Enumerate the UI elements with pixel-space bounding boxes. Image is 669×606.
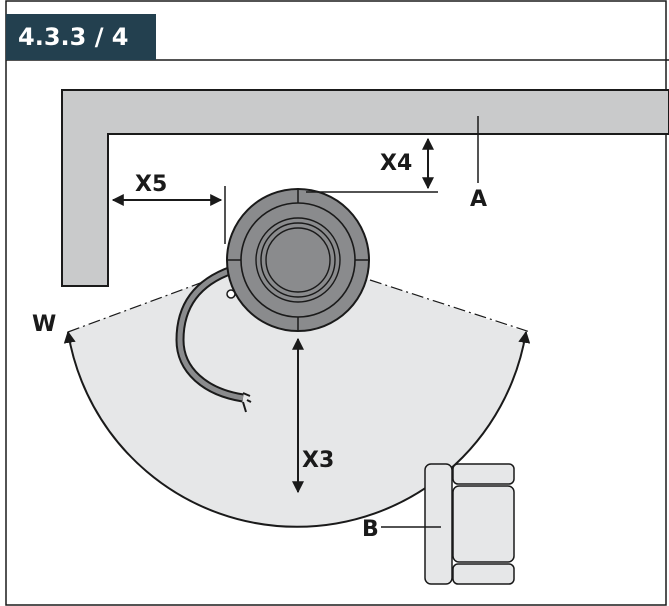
sweep-arc	[63, 330, 531, 528]
wall-label: A	[470, 187, 487, 212]
wall-shape	[61, 89, 669, 287]
x4-label: X4	[380, 151, 412, 176]
sweep-angle-label: W	[32, 312, 56, 337]
sweep-boundary-right	[369, 279, 531, 333]
cable-plug-icon	[242, 392, 252, 413]
x3-label: X3	[302, 448, 334, 473]
section-label: 4.3.3 / 4	[6, 14, 156, 60]
frame-border	[5, 0, 667, 606]
armchair	[424, 463, 515, 585]
sauna-stove	[226, 188, 370, 332]
x5-label: X5	[135, 172, 167, 197]
armchair-label: B	[362, 517, 379, 542]
heater-cable-core	[177, 267, 244, 401]
